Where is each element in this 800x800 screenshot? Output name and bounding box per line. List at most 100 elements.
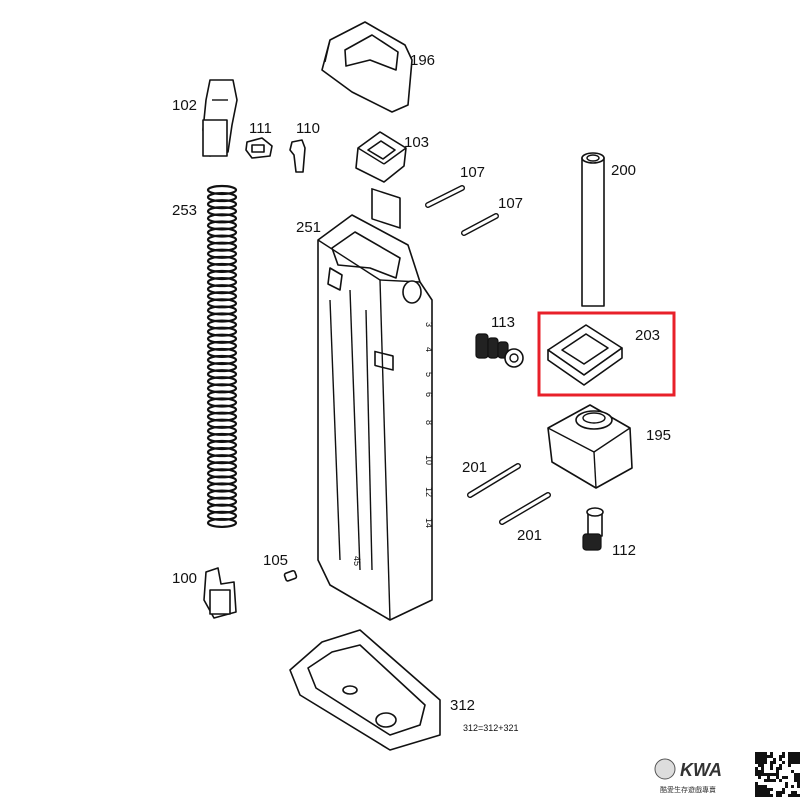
qr-module	[770, 779, 773, 782]
label-201-lower: 201	[517, 527, 542, 544]
qr-module	[758, 755, 761, 758]
qr-module	[788, 752, 791, 755]
qr-module	[782, 755, 785, 758]
qr-code	[753, 750, 800, 799]
qr-module	[782, 752, 785, 755]
qr-module	[776, 776, 779, 779]
part-107-lower	[461, 213, 499, 236]
qr-module	[758, 785, 761, 788]
qr-module	[785, 785, 788, 788]
qr-module	[770, 752, 773, 755]
qr-module	[797, 779, 800, 782]
part-111	[245, 137, 273, 159]
qr-module	[755, 788, 758, 791]
qr-module	[770, 767, 773, 770]
label-107-upper: 107	[460, 164, 485, 181]
label-251: 251	[296, 219, 321, 236]
qr-module	[761, 788, 764, 791]
label-201-upper: 201	[462, 459, 487, 476]
part-253	[206, 184, 238, 529]
label-196: 196	[410, 52, 435, 69]
qr-module	[767, 755, 770, 758]
qr-module	[773, 773, 776, 776]
part-203	[547, 324, 623, 386]
qr-module	[776, 794, 779, 797]
qr-module	[794, 791, 797, 794]
qr-module	[788, 764, 791, 767]
qr-module	[797, 785, 800, 788]
qr-module	[782, 788, 785, 791]
qr-module	[779, 755, 782, 758]
qr-module	[764, 785, 767, 788]
qr-module	[770, 788, 773, 791]
spring-coil	[206, 517, 238, 529]
qr-module	[761, 767, 764, 770]
label-102: 102	[172, 97, 197, 114]
qr-module	[767, 794, 770, 797]
qr-module	[779, 767, 782, 770]
qr-module	[761, 764, 764, 767]
qr-module	[761, 773, 764, 776]
qr-module	[785, 776, 788, 779]
qr-module	[794, 779, 797, 782]
qr-module	[797, 755, 800, 758]
qr-module	[761, 755, 764, 758]
qr-module	[788, 755, 791, 758]
qr-module	[761, 752, 764, 755]
part-100	[203, 567, 237, 619]
brand-logo: KWA 酷愛生存遊戲專賣	[654, 758, 722, 794]
qr-module	[794, 794, 797, 797]
qr-module	[794, 776, 797, 779]
qr-module	[794, 758, 797, 761]
label-200: 200	[611, 162, 636, 179]
qr-module	[758, 764, 761, 767]
label-103: 103	[404, 134, 429, 151]
part-110	[289, 139, 306, 173]
qr-module	[764, 755, 767, 758]
qr-module	[782, 761, 785, 764]
qr-module	[788, 761, 791, 764]
qr-module	[755, 782, 758, 785]
label-312-note: 312=312+321	[463, 723, 519, 733]
qr-module	[758, 770, 761, 773]
magazine-marking: 5	[424, 372, 434, 377]
qr-module	[797, 773, 800, 776]
qr-module	[788, 758, 791, 761]
qr-module	[797, 782, 800, 785]
qr-module	[755, 758, 758, 761]
qr-module	[797, 752, 800, 755]
qr-module	[776, 791, 779, 794]
qr-module	[773, 761, 776, 764]
qr-module	[761, 785, 764, 788]
qr-module	[758, 752, 761, 755]
part-107-upper	[425, 185, 465, 208]
qr-module	[791, 770, 794, 773]
qr-module	[767, 788, 770, 791]
qr-module	[797, 794, 800, 797]
qr-module	[791, 761, 794, 764]
part-200	[581, 152, 605, 307]
qr-module	[797, 776, 800, 779]
qr-module	[755, 752, 758, 755]
qr-module	[791, 794, 794, 797]
qr-module	[776, 767, 779, 770]
qr-module	[761, 761, 764, 764]
qr-module	[770, 773, 773, 776]
qr-module	[794, 761, 797, 764]
part-102	[202, 79, 238, 157]
qr-module	[782, 776, 785, 779]
qr-module	[755, 785, 758, 788]
qr-module	[773, 758, 776, 761]
qr-module	[776, 770, 779, 773]
part-103	[355, 131, 407, 183]
label-112: 112	[612, 542, 636, 559]
qr-module	[764, 773, 767, 776]
brand-subtitle: 酷愛生存遊戲專賣	[660, 785, 716, 794]
qr-module	[767, 773, 770, 776]
qr-module	[779, 764, 782, 767]
qr-module	[791, 758, 794, 761]
qr-module	[779, 758, 782, 761]
qr-module	[755, 770, 758, 773]
